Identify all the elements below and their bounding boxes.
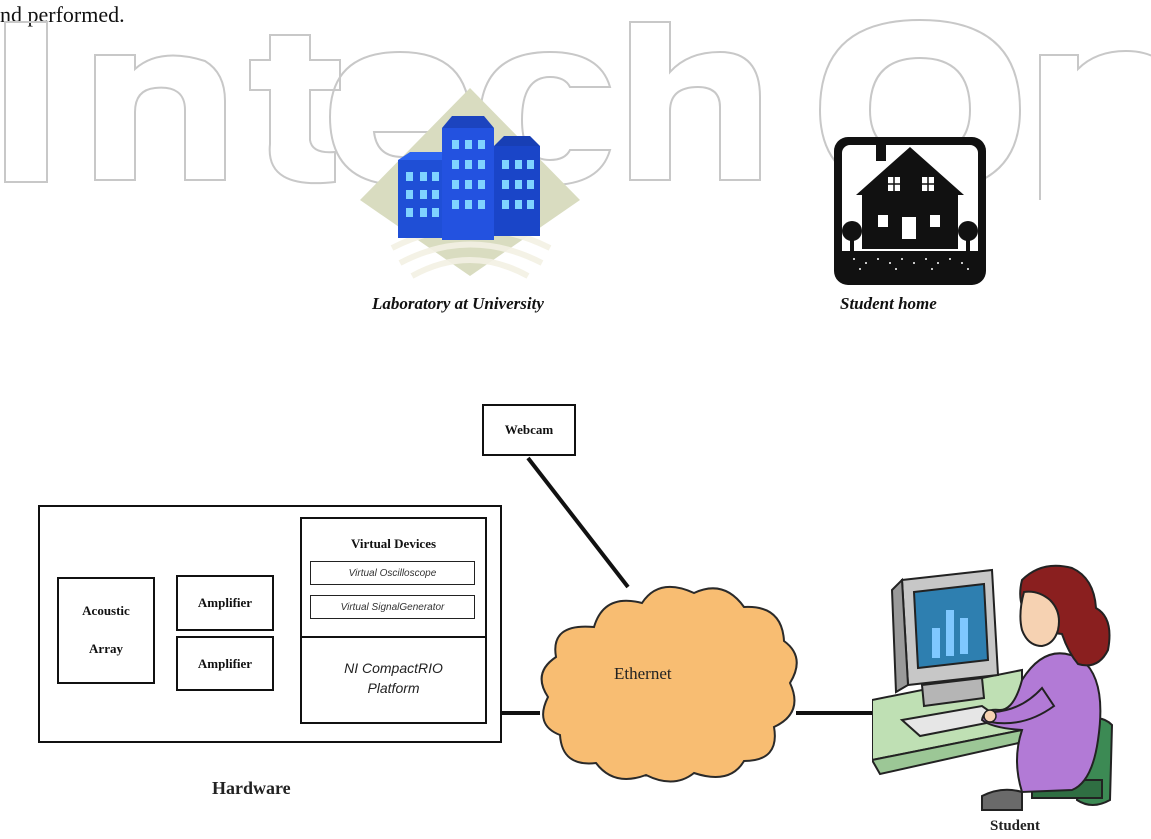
hardware-label: Hardware xyxy=(212,778,291,798)
webcam-label: Webcam xyxy=(504,422,554,437)
student-home-label: Student home xyxy=(840,294,937,313)
university-building-icon xyxy=(360,88,580,279)
ethernet-cloud xyxy=(540,586,798,783)
virtual-devices-label: Virtual Devices xyxy=(350,536,437,551)
laboratory-label: Laboratory at University xyxy=(372,294,544,313)
amplifier-top-label: Amplifier xyxy=(197,595,253,610)
ethernet-label: Ethernet xyxy=(614,664,672,683)
virtual-oscilloscope-box: Virtual Oscilloscope xyxy=(310,561,475,585)
compactrio-label-line2: Platform xyxy=(367,680,420,696)
amplifier-top-box: Amplifier xyxy=(176,575,274,631)
amplifier-bottom-box: Amplifier xyxy=(176,636,274,691)
webcam-to-ethernet-line xyxy=(526,456,630,589)
acoustic-label: Acoustic xyxy=(82,603,130,618)
compactrio-label-line1: NI CompactRIO xyxy=(344,660,443,676)
amplifier-bottom-label: Amplifier xyxy=(197,655,253,671)
compactrio-platform-box: NI CompactRIO Platform xyxy=(300,636,487,724)
array-label: Array xyxy=(89,641,123,656)
virtual-signal-generator-box: Virtual SignalGenerator xyxy=(310,595,475,619)
house-icon xyxy=(834,137,986,285)
webcam-box: Webcam xyxy=(482,404,576,456)
virtual-oscilloscope-label: Virtual Oscilloscope xyxy=(348,567,437,579)
virtual-signal-generator-label: Virtual SignalGenerator xyxy=(340,601,445,613)
student-label: Student xyxy=(990,818,1041,834)
virtual-devices-box: Virtual Devices Virtual Oscilloscope Vir… xyxy=(300,517,487,638)
acoustic-array-box: Acoustic Array xyxy=(57,577,155,684)
student-computer-icon xyxy=(872,564,1114,811)
